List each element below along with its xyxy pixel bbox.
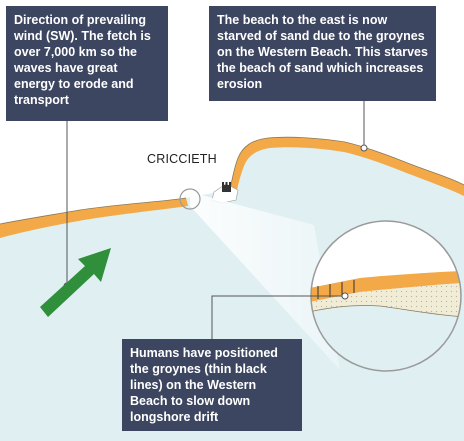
magnifier-circle-icon	[310, 220, 462, 372]
wind-direction-arrow-icon	[40, 248, 111, 317]
castle-icon	[222, 182, 231, 192]
zoom-source-circle	[179, 188, 201, 210]
town-label: CRICCIETH	[147, 152, 217, 166]
eastern-beach	[230, 137, 464, 196]
east-beach-callout: The beach to the east is now starved of …	[209, 6, 436, 101]
zoom-beam	[190, 192, 340, 370]
groynes-callout: Humans have positioned the groynes (thin…	[122, 339, 302, 431]
wind-callout: Direction of prevailing wind (SW). The f…	[6, 6, 168, 121]
leader-groynes	[211, 295, 345, 339]
western-beach	[0, 198, 188, 238]
